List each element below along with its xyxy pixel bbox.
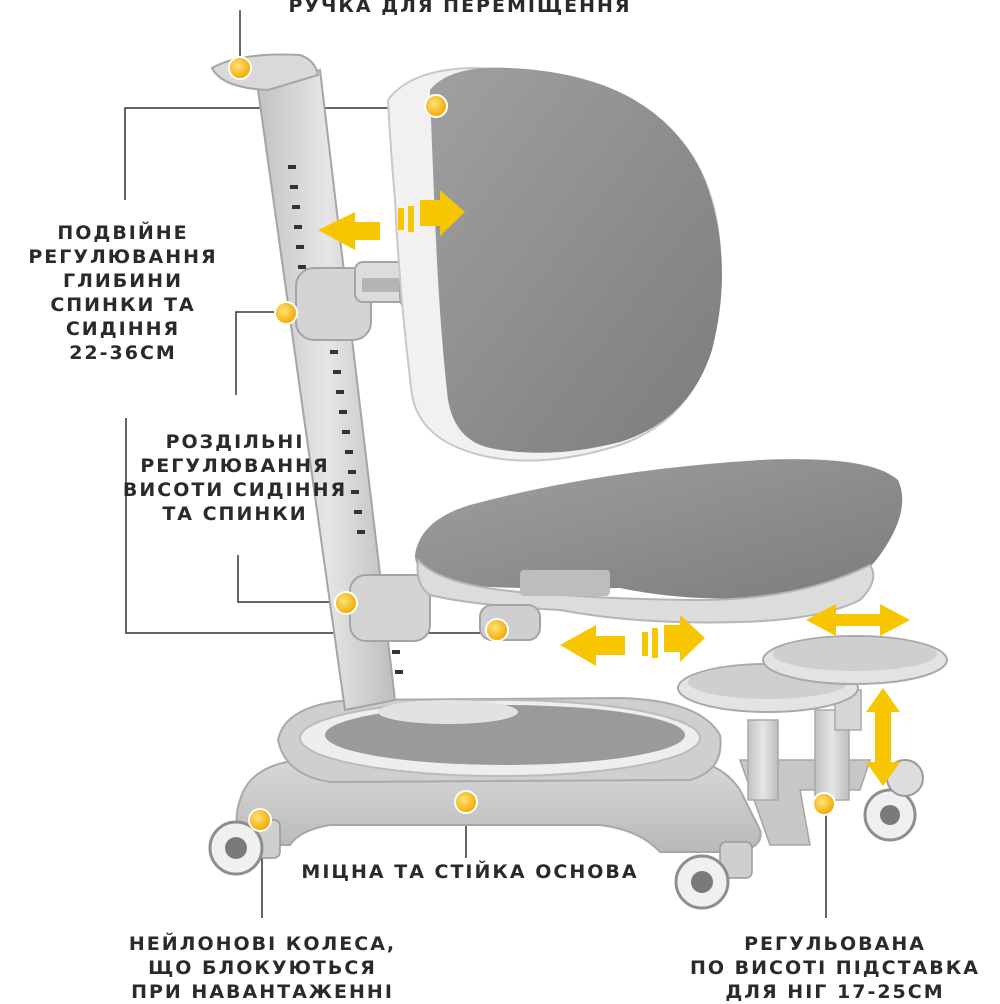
markers [228, 56, 836, 832]
marker-sun-icon [334, 591, 358, 615]
footrest [677, 635, 948, 846]
depth-arrow-back [318, 190, 465, 250]
depth-arrow-seat [560, 615, 705, 666]
seat [415, 459, 903, 641]
marker-sun-icon [274, 301, 298, 325]
label-height: РОЗДІЛЬНІ РЕГУЛЮВАННЯ ВИСОТИ СИДІННЯ ТА … [122, 431, 348, 525]
adjustment-arrows [318, 190, 910, 786]
callout-height-line-bottom [237, 555, 345, 603]
callout-depth-line-bottom [235, 311, 285, 395]
wheel-front-left [208, 819, 281, 876]
chair-base [235, 696, 762, 853]
chair-column [210, 53, 431, 712]
label-wheels: НЕЙЛОНОВІ КОЛЕСА, ЩО БЛОКУЮТЬСЯ ПРИ НАВА… [128, 933, 397, 1003]
label-handle-text: РУЧКА ДЛЯ ПЕРЕМІЩЕННЯ [288, 0, 632, 17]
wheel-front-right [674, 841, 753, 910]
label-handle: РУЧКА ДЛЯ ПЕРЕМІЩЕННЯ [260, 0, 660, 18]
marker-sun-icon [248, 808, 272, 832]
marker-sun-icon [454, 790, 478, 814]
marker-sun-icon [228, 56, 252, 80]
marker-sun-icon [424, 94, 448, 118]
wheels [208, 759, 924, 910]
column-slots [288, 165, 403, 674]
backrest [386, 66, 722, 462]
wheel-back-right [863, 788, 917, 842]
label-base: МІЦНА ТА СТІЙКА ОСНОВА [301, 861, 639, 883]
marker-sun-icon [485, 618, 509, 642]
footrest-depth-arrow [806, 604, 910, 636]
callout-depth-line-top [124, 107, 430, 200]
label-depth: ПОДВІЙНЕ РЕГУЛЮВАННЯ ГЛИБИНИ СПИНКИ ТА С… [28, 222, 218, 364]
marker-sun-icon [812, 792, 836, 816]
footrest-height-arrow [866, 688, 900, 786]
label-footrest: РЕГУЛЬОВАНА ПО ВИСОТІ ПІДСТАВКА ДЛЯ НІГ … [690, 933, 981, 1003]
